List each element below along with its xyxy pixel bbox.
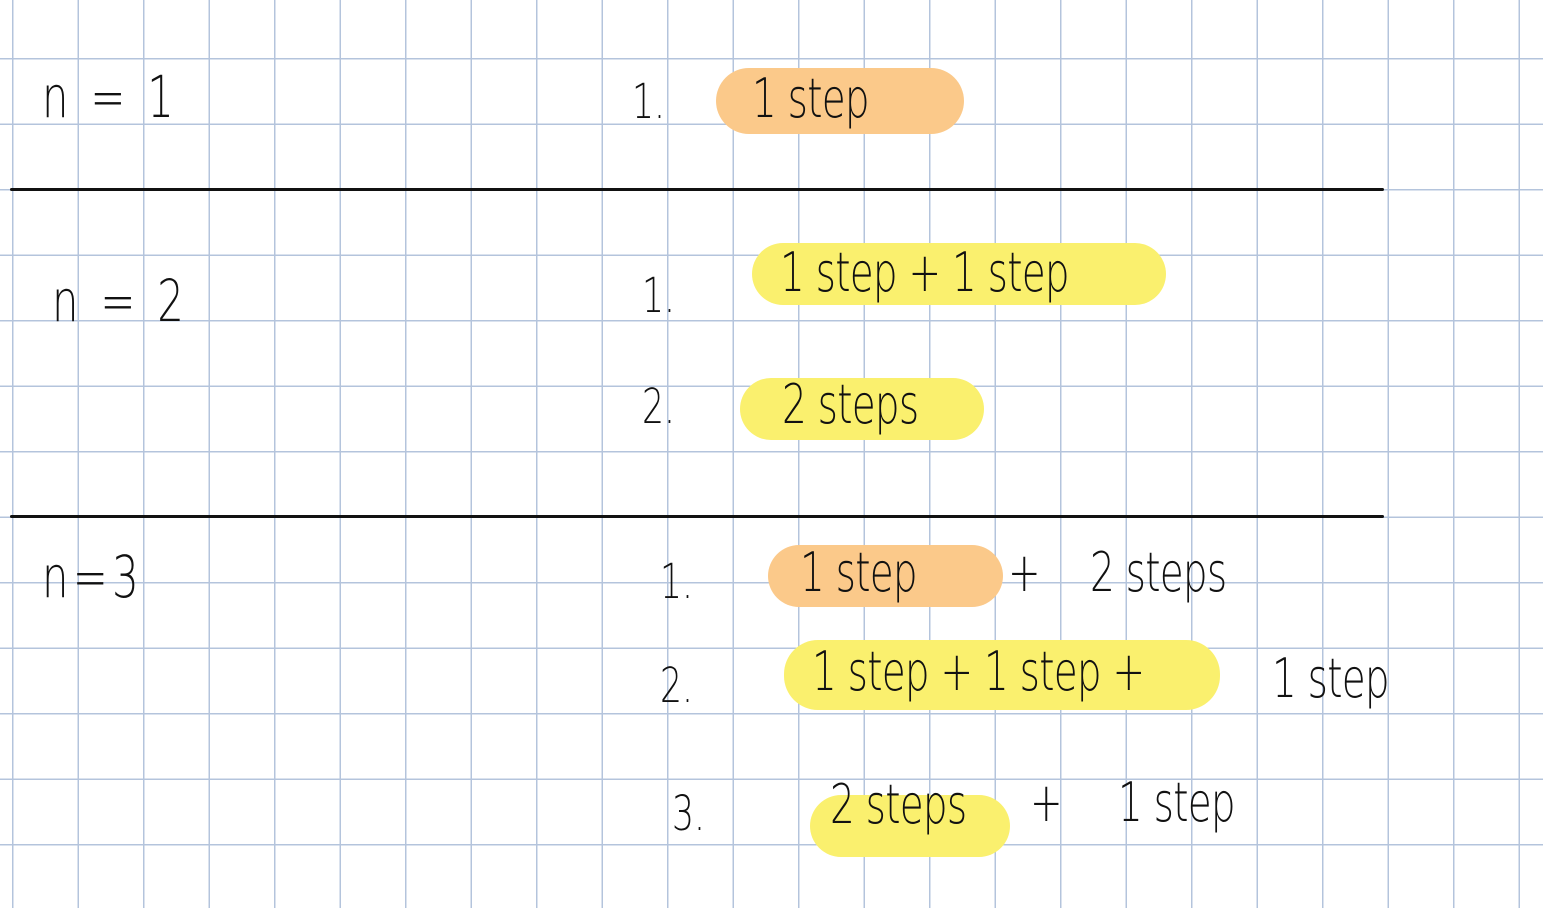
way-text: 1 step + 1 step + — [812, 640, 1145, 703]
way-text: 1 step + 1 step — [780, 241, 1070, 304]
way-number: 3. — [672, 786, 705, 842]
section-divider — [10, 188, 1384, 191]
case-label-n2: n = 2 — [52, 267, 189, 335]
way-text: 2 steps — [1090, 541, 1227, 604]
way-text: 1 step — [752, 67, 870, 130]
case-label-n3: n=3 — [42, 543, 143, 611]
case-label-n1: n = 1 — [42, 63, 179, 131]
way-text: 1 step — [1272, 647, 1390, 710]
way-text: 2 steps — [830, 773, 967, 836]
highlight-yellow — [784, 640, 1220, 710]
way-number: 2. — [642, 379, 675, 435]
highlight-yellow — [752, 243, 1166, 305]
plus-sign: + — [1008, 541, 1041, 604]
way-text: 1 step — [800, 541, 918, 604]
way-number: 1. — [660, 554, 693, 610]
highlight-orange — [716, 68, 964, 134]
plus-sign: + — [1030, 771, 1063, 834]
way-number: 2. — [660, 658, 693, 714]
highlight-yellow — [740, 378, 984, 440]
highlight-yellow — [810, 795, 1010, 857]
highlight-orange — [768, 545, 1003, 607]
section-divider — [10, 515, 1384, 518]
way-number: 1. — [632, 74, 665, 130]
way-number: 1. — [642, 268, 675, 324]
way-text: 2 steps — [782, 373, 919, 436]
way-text: 1 step — [1118, 771, 1236, 834]
